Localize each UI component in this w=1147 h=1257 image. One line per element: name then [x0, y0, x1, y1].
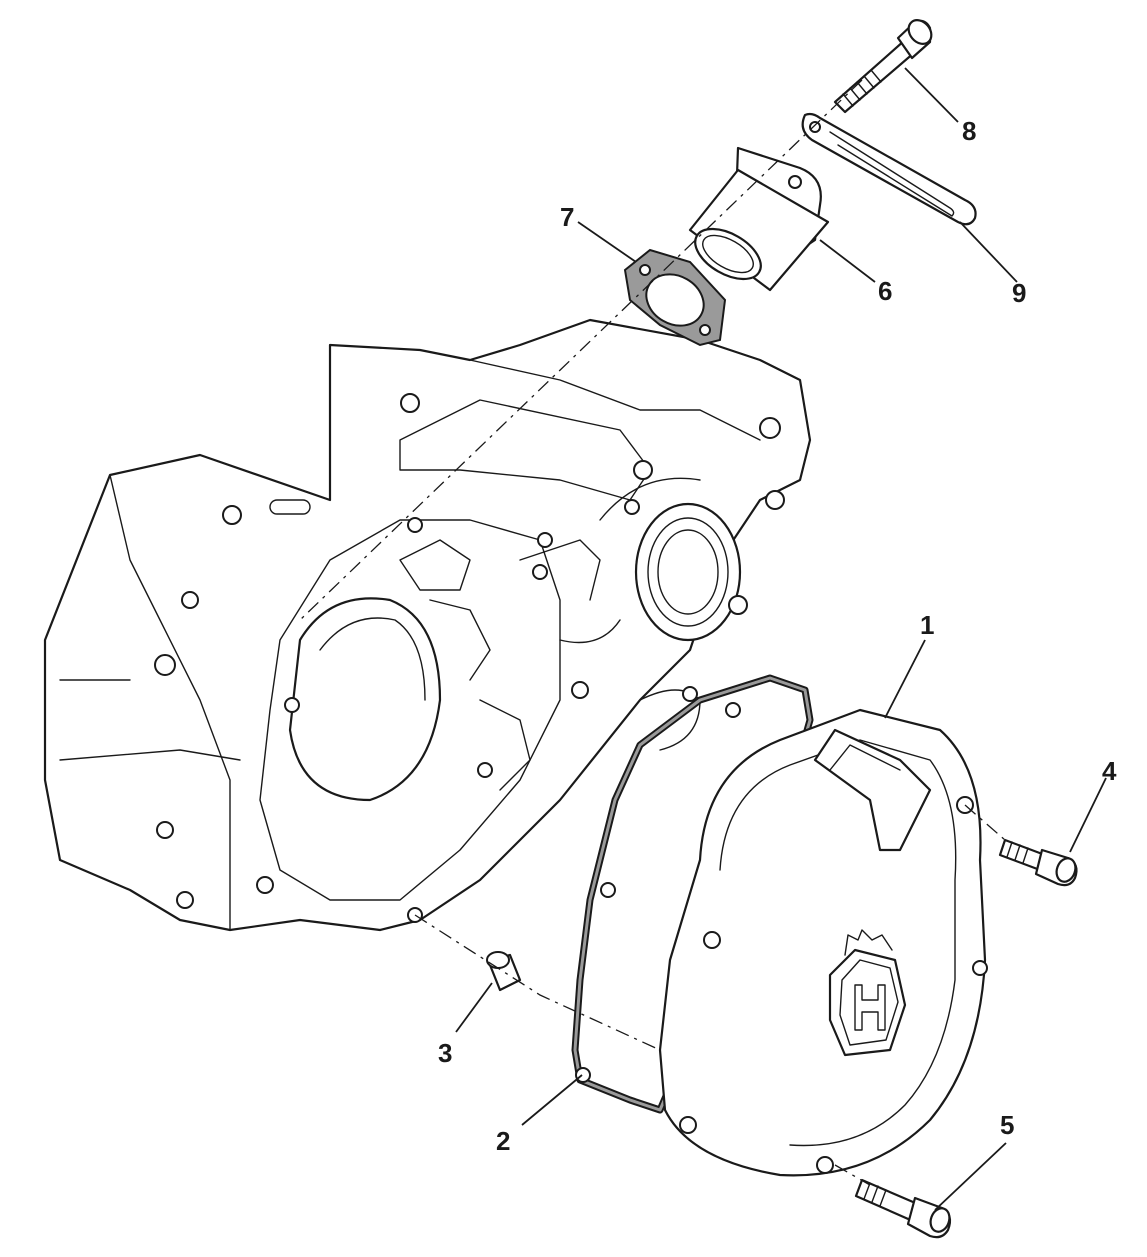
bolt-right [998, 838, 1078, 887]
callouts: 1 2 3 4 5 6 7 8 9 [438, 116, 1117, 1156]
ignition-cover [658, 708, 988, 1177]
callout-3: 3 [438, 1038, 452, 1068]
bolt-lower [854, 1178, 952, 1239]
callout-9: 9 [1012, 278, 1026, 308]
flange-gasket [623, 248, 727, 347]
crankcase-half [43, 318, 812, 932]
callout-4: 4 [1102, 756, 1117, 786]
callout-8: 8 [962, 116, 976, 146]
callout-5: 5 [1000, 1110, 1014, 1140]
assembly-lines [299, 79, 1006, 1186]
brand-emblem-icon [828, 929, 907, 1057]
strap [801, 112, 977, 226]
callout-7: 7 [560, 202, 574, 232]
bolt-upper [833, 19, 933, 114]
callout-2: 2 [496, 1126, 510, 1156]
intake-flange [688, 146, 830, 292]
leader-lines [455, 67, 1107, 1211]
callout-1: 1 [920, 610, 934, 640]
callout-6: 6 [878, 276, 892, 306]
